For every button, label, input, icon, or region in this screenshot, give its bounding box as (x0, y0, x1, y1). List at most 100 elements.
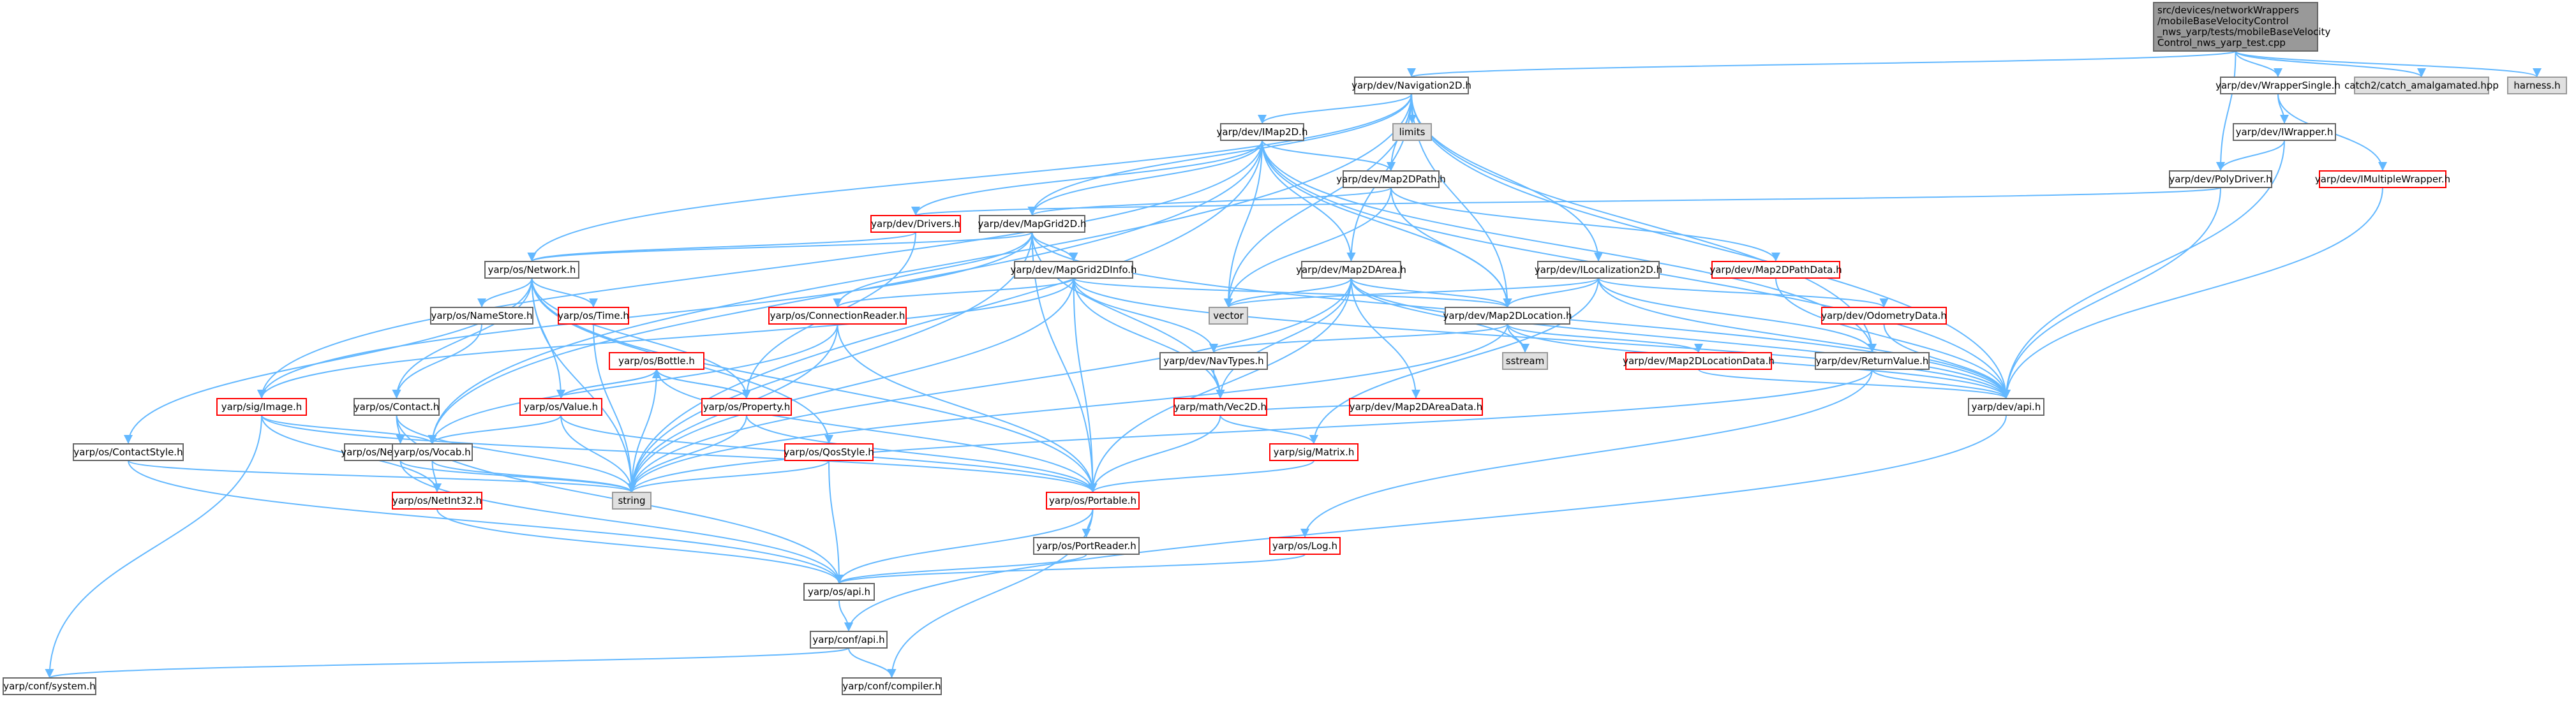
node-sstream[interactable]: sstream (1502, 352, 1548, 370)
node-label: yarp/os/Value.h (524, 401, 598, 413)
node-connectionreader[interactable]: yarp/os/ConnectionReader.h (768, 307, 907, 325)
node-label: yarp/dev/OdometryData.h (1821, 310, 1947, 321)
node-contact[interactable]: yarp/os/Contact.h (354, 398, 440, 416)
node-label: yarp/dev/Map2DLocationData.h (1623, 355, 1775, 367)
node-harness[interactable]: harness.h (2507, 77, 2567, 94)
node-matrix[interactable]: yarp/sig/Matrix.h (1269, 443, 1359, 461)
node-contactstyle[interactable]: yarp/os/ContactStyle.h (73, 443, 184, 461)
node-wrappersingle[interactable]: yarp/dev/WrapperSingle.h (2215, 77, 2341, 94)
edge-netint32-to-osapi (436, 508, 844, 584)
node-map2dareadata[interactable]: yarp/dev/Map2DAreaData.h (1349, 398, 1483, 416)
edge-devapi-to-confapi (844, 415, 2007, 632)
node-property[interactable]: yarp/os/Property.h (701, 398, 792, 416)
edge-confapi-to-system (45, 647, 849, 679)
node-navtypes[interactable]: yarp/dev/NavTypes.h (1159, 352, 1268, 370)
edge-nameStore-to-contact (392, 323, 482, 399)
node-label: yarp/dev/ILocalization2D.h (1535, 264, 1662, 276)
edge-vocab-to-string (431, 460, 636, 493)
node-ilocalization2d[interactable]: yarp/dev/ILocalization2D.h (1535, 261, 1662, 279)
node-mapgrid2d[interactable]: yarp/dev/MapGrid2D.h (978, 215, 1087, 233)
node-map2darea[interactable]: yarp/dev/Map2DArea.h (1296, 261, 1406, 279)
node-network[interactable]: yarp/os/Network.h (484, 261, 579, 279)
edge-map2darea-to-portable (1088, 277, 1352, 493)
node-label: yarp/dev/PolyDriver.h (2169, 173, 2272, 185)
edge-odometrydata-to-devapi (1883, 323, 2011, 399)
node-mapgrid2dinfo[interactable]: yarp/dev/MapGrid2DInfo.h (1010, 261, 1137, 279)
edge-property-to-bottle (652, 369, 747, 399)
node-map2dpathdata[interactable]: yarp/dev/Map2DPathData.h (1709, 261, 1842, 279)
node-drivers[interactable]: yarp/dev/Drivers.h (870, 215, 961, 233)
node-devapi[interactable]: yarp/dev/api.h (1968, 398, 2044, 416)
node-log[interactable]: yarp/os/Log.h (1269, 537, 1341, 555)
node-iwrapper[interactable]: yarp/dev/IWrapper.h (2233, 123, 2336, 141)
node-osapi[interactable]: yarp/os/api.h (803, 583, 875, 601)
node-portable[interactable]: yarp/os/Portable.h (1046, 492, 1140, 510)
node-label: yarp/dev/Map2DAreaData.h (1350, 401, 1483, 413)
node-netint32[interactable]: yarp/os/NetInt32.h (392, 492, 482, 510)
edge-osapi-to-confapi (838, 599, 853, 632)
edge-map2darea-to-string (627, 277, 1352, 493)
node-imultiplewrapper[interactable]: yarp/dev/IMultipleWrapper.h (2315, 170, 2450, 188)
node-label: yarp/os/NameStore.h (431, 310, 532, 321)
node-limits[interactable]: limits (1392, 123, 1432, 141)
edge-matrix-to-portable (1088, 460, 1314, 493)
edge-returnvalue-to-log (1300, 369, 1873, 538)
edge-map2darea-to-devapi (1350, 277, 2011, 399)
node-label: yarp/dev/NavTypes.h (1163, 355, 1263, 367)
node-nameStore[interactable]: yarp/os/NameStore.h (430, 307, 533, 325)
edge-vec2d-to-portable (1088, 415, 1221, 493)
node-map2dlocationdata[interactable]: yarp/dev/Map2DLocationData.h (1623, 352, 1775, 370)
edge-portable-to-compiler (887, 508, 1094, 679)
node-label: yarp/os/PortReader.h (1036, 540, 1136, 552)
node-bottle[interactable]: yarp/os/Bottle.h (609, 352, 704, 370)
edge-map2dlocation-to-sstream (1507, 323, 1530, 353)
node-polydriver[interactable]: yarp/dev/PolyDriver.h (2169, 170, 2272, 188)
node-label: yarp/dev/Map2DPathData.h (1709, 264, 1842, 276)
node-qosstyle[interactable]: yarp/os/QosStyle.h (784, 443, 874, 461)
node-image[interactable]: yarp/sig/Image.h (216, 398, 307, 416)
node-label: yarp/os/ContactStyle.h (73, 446, 182, 458)
edge-imultiplewrapper-to-devapi (2002, 187, 2383, 399)
node-confapi[interactable]: yarp/conf/api.h (810, 631, 888, 649)
edge-property-to-string (627, 415, 747, 493)
node-compiler[interactable]: yarp/conf/compiler.h (842, 677, 942, 695)
node-label: yarp/os/Log.h (1272, 540, 1337, 552)
node-vector[interactable]: vector (1209, 307, 1248, 325)
edge-confapi-to-compiler (848, 647, 897, 679)
node-returnvalue[interactable]: yarp/dev/ReturnValue.h (1815, 352, 1930, 370)
node-value[interactable]: yarp/os/Value.h (519, 398, 602, 416)
node-catch2[interactable]: catch2/catch_amalgamated.hpp (2344, 77, 2499, 94)
node-odometrydata[interactable]: yarp/dev/OdometryData.h (1821, 307, 1947, 325)
node-label: sstream (1506, 355, 1544, 367)
node-label: yarp/dev/api.h (1972, 401, 2041, 413)
edge-navigation2d-to-devapi (1411, 93, 2011, 399)
node-time[interactable]: yarp/os/Time.h (558, 307, 629, 325)
node-label: yarp/dev/Map2DPath.h (1336, 173, 1445, 185)
node-navigation2d[interactable]: yarp/dev/Navigation2D.h (1351, 77, 1471, 94)
edge-map2d-to-vector (1224, 140, 1263, 308)
dependency-nodes: src/devices/networkWrappers/mobileBaseVe… (3, 2, 2567, 695)
node-map2dpath[interactable]: yarp/dev/Map2DPath.h (1336, 170, 1446, 188)
node-map2d[interactable]: yarp/dev/IMap2D.h (1217, 123, 1308, 141)
node-string[interactable]: string (612, 492, 651, 510)
node-root[interactable]: src/devices/networkWrappers/mobileBaseVe… (2153, 2, 2330, 52)
node-label: yarp/os/QosStyle.h (784, 446, 874, 458)
edge-mapgrid2dinfo-to-navtypes (1073, 277, 1218, 353)
node-system[interactable]: yarp/conf/system.h (3, 677, 96, 695)
root-label-line: Control_nws_yarp_test.cpp (2157, 37, 2286, 49)
node-vocab[interactable]: yarp/os/Vocab.h (392, 443, 473, 461)
edge-map2darea-to-vec2d (1216, 277, 1352, 399)
node-label: yarp/dev/IMap2D.h (1217, 126, 1308, 138)
edge-mapgrid2d-to-portable (1031, 232, 1098, 493)
edge-mapgrid2dinfo-to-portable (1073, 277, 1098, 493)
node-label: harness.h (2513, 80, 2560, 91)
edge-nestedcontact-to-osapi (399, 460, 844, 584)
edge-iwrapper-to-polydriver (2216, 140, 2285, 172)
node-map2dlocation[interactable]: yarp/dev/Map2DLocation.h (1443, 307, 1572, 325)
node-portreader[interactable]: yarp/os/PortReader.h (1033, 537, 1140, 555)
node-label: yarp/dev/Drivers.h (871, 218, 960, 230)
node-vec2d[interactable]: yarp/math/Vec2D.h (1173, 398, 1267, 416)
node-label: yarp/os/Bottle.h (618, 355, 695, 367)
node-label: yarp/conf/api.h (812, 634, 884, 645)
